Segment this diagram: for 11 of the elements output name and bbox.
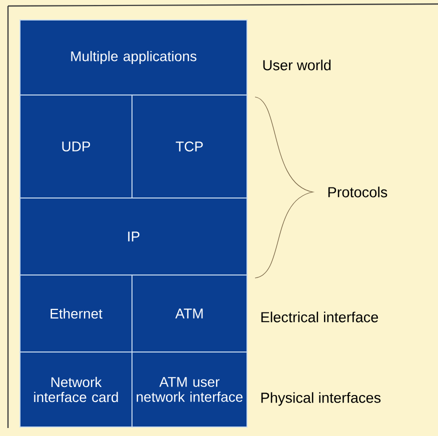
layer-box: ATM xyxy=(132,274,248,352)
layer-box: Multiple applications xyxy=(20,20,248,96)
layer-box: TCP xyxy=(132,94,248,198)
layer-box: Ethernet xyxy=(20,274,132,352)
layer-label: Physical interfaces xyxy=(261,392,381,406)
layer-box: UDP xyxy=(20,94,132,198)
layer-label: Protocols xyxy=(328,186,388,198)
layer-box: ATM user network interface xyxy=(132,352,248,428)
layer-label: User world xyxy=(263,60,331,70)
layer-label: Electrical interface xyxy=(261,312,378,322)
layer-box: Network interface card xyxy=(20,352,132,428)
